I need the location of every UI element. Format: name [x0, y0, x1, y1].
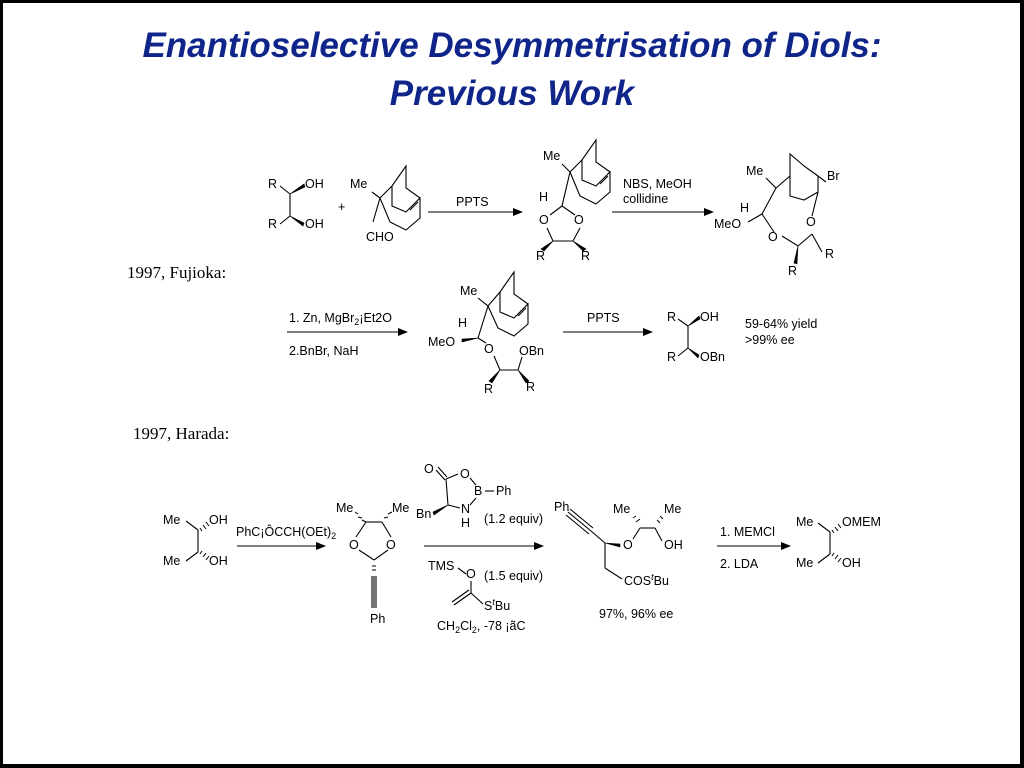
aldehyde-cho: CHO [366, 230, 394, 244]
fujioka-conditions: 1. Zn, MgBr2¡Et2O 2.BnBr, NaH [287, 311, 408, 358]
fujioka-int-meo: MeO [428, 335, 455, 349]
orthoester-ph: Ph [370, 612, 385, 626]
fujioka-int-me: Me [460, 284, 477, 298]
acetal-r-left: R [536, 249, 545, 263]
silyl-s: StBu [484, 597, 510, 613]
oxaz-b: B [474, 484, 482, 498]
harada-prod-ph: Ph [554, 500, 569, 514]
product-o-right: O [806, 215, 816, 229]
harada-prod-me-right: Me [664, 502, 681, 516]
silyl-equiv: (1.5 equiv) [484, 569, 543, 583]
harada-prod-oh: OH [664, 538, 683, 552]
harada-diol-me-top: Me [163, 513, 180, 527]
orthoester-o-left: O [349, 538, 359, 552]
title-line-1: Enantioselective Desymmetrisation of Dio… [142, 26, 882, 65]
oxaz-bn: Bn [416, 507, 431, 521]
fujioka-ee: >99% ee [745, 333, 795, 347]
diol-oh-top: OH [305, 177, 324, 191]
fujioka-product: R OH R OBn [667, 310, 725, 364]
harada-diol-oh-bottom: OH [209, 554, 228, 568]
scheme1-arrow1-label: PPTS [456, 195, 489, 209]
fujioka-yield: 59-64% yield [745, 317, 817, 331]
harada-result: 97%, 96% ee [599, 607, 673, 621]
orthoester-me-left: Me [336, 501, 353, 515]
scheme1-product: Me Br H MeO O O R R [714, 152, 840, 278]
orthoester-me-right: Me [392, 501, 409, 515]
diol-r-top: R [268, 177, 277, 191]
harada-oxazaborolidine: O O B Ph N H Bn (1.2 equiv) [416, 462, 543, 530]
fujioka-int-obn: OBn [519, 344, 544, 358]
harada-prod-me-left: Me [613, 502, 630, 516]
scheme1-arrow2-label-2: collidine [623, 192, 668, 206]
slide-title: Enantioselective Desymmetrisation of Dio… [0, 22, 1024, 118]
final-me-top: Me [796, 515, 813, 529]
fujioka-step2: 2.BnBr, NaH [289, 344, 358, 358]
fujioka-int-r-right: R [526, 380, 535, 394]
harada-silyl-reagent: TMS O (1.5 equiv) StBu [428, 559, 543, 613]
oxaz-n: N [461, 502, 470, 516]
fujioka-int-r-left: R [484, 382, 493, 396]
final-me-bottom: Me [796, 556, 813, 570]
harada-prod-cos: COStBu [624, 572, 669, 588]
scheme1-arrow2-label-1: NBS, MeOH [623, 177, 692, 191]
oxaz-ph: Ph [496, 484, 511, 498]
fujioka-caption: 1997, Fujioka: [127, 263, 227, 282]
harada-caption: 1997, Harada: [133, 424, 230, 443]
harada-diol-me-bottom: Me [163, 554, 180, 568]
product-o-bottom: O [768, 230, 778, 244]
harada-reagent: PhC¡ÔCCH(OEt)2 [236, 524, 336, 541]
final-omem: OMEM [842, 515, 881, 529]
silyl-tms: TMS [428, 559, 454, 573]
oxaz-o-carbonyl: O [424, 462, 434, 476]
harada-prod-o: O [623, 538, 633, 552]
product-br: Br [827, 169, 840, 183]
title-line-2: Previous Work [389, 74, 635, 113]
fujioka-intermediate: Me H MeO O OBn R R [428, 270, 544, 396]
harada-step1: 1. MEMCl [720, 525, 775, 539]
product-me: Me [746, 164, 763, 178]
diol-oh-bottom: OH [305, 217, 324, 231]
diol-r-bottom: R [268, 217, 277, 231]
fujioka-int-o: O [484, 342, 494, 356]
acetal-o-right: O [574, 213, 584, 227]
fujioka-prod-r-bottom: R [667, 350, 676, 364]
fujioka-int-h: H [458, 316, 467, 330]
scheme1-acetal: Me H O O R R [536, 138, 611, 263]
oxaz-equiv: (1.2 equiv) [484, 512, 543, 526]
scheme1-diol: R OH R OH [268, 177, 324, 231]
oxaz-h: H [461, 516, 470, 530]
acetal-h: H [539, 190, 548, 204]
harada-diol: Me OH Me OH [163, 513, 228, 568]
fujioka-arrow2-label: PPTS [587, 311, 620, 325]
orthoester-o-right: O [386, 538, 396, 552]
fujioka-prod-obn: OBn [700, 350, 725, 364]
scheme1-aldehyde: Me CHO [350, 164, 421, 244]
scheme1-plus: + [338, 200, 345, 214]
harada-step2: 2. LDA [720, 557, 759, 571]
harada-conditions: CH2Cl2, -78 ¡ãC [437, 619, 526, 635]
final-oh: OH [842, 556, 861, 570]
product-meo: MeO [714, 217, 741, 231]
acetal-me: Me [543, 149, 560, 163]
harada-final-product: Me OMEM Me OH [796, 515, 881, 570]
fujioka-prod-r-top: R [667, 310, 676, 324]
aldehyde-me: Me [350, 177, 367, 191]
fujioka-prod-oh: OH [700, 310, 719, 324]
product-r-right: R [825, 247, 834, 261]
product-r-bottom: R [788, 264, 797, 278]
product-h: H [740, 201, 749, 215]
harada-diol-oh-top: OH [209, 513, 228, 527]
acetal-r-right: R [581, 249, 590, 263]
harada-product: Ph Me Me O OH COStBu [554, 500, 683, 588]
oxaz-o-ring: O [460, 467, 470, 481]
acetal-o-left: O [539, 213, 549, 227]
harada-orthoester: Me Me O O Ph [336, 501, 409, 626]
fujioka-step1: 1. Zn, MgBr2¡Et2O [289, 311, 392, 327]
silyl-o: O [466, 567, 476, 581]
